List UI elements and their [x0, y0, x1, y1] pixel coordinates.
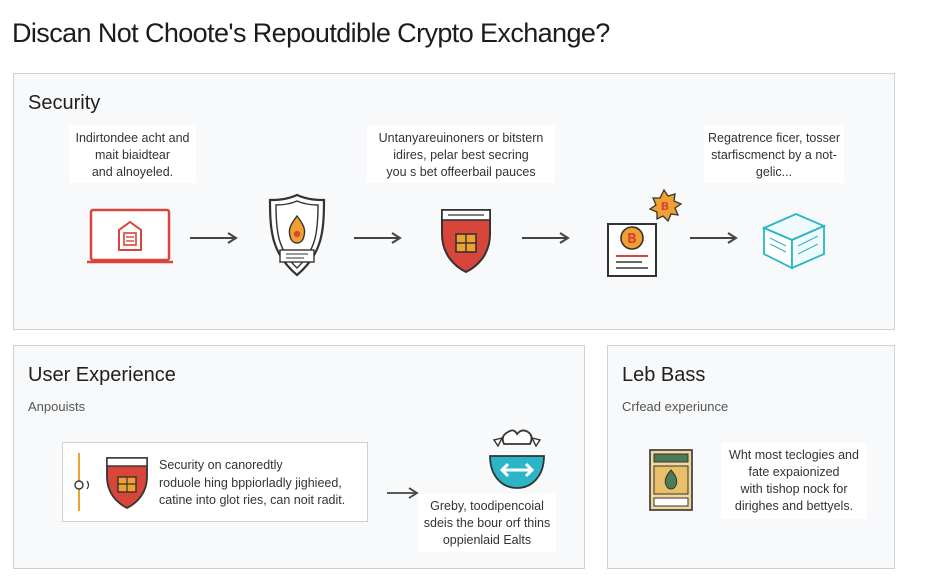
- shield-lock-icon: [441, 209, 491, 274]
- flow-arrow: [522, 232, 570, 244]
- svg-text:B: B: [627, 232, 637, 247]
- cube-icon: [761, 213, 827, 270]
- user-experience-panel: User Experience Anpouists Security on ca…: [13, 345, 585, 569]
- flow-arrow: [387, 487, 419, 499]
- exchange-text: Greby, toodipencoial sdeis the bour orf …: [418, 494, 556, 552]
- security-panel: Security Indirtondee acht and mait biaid…: [13, 73, 895, 330]
- flow-arrow: [354, 232, 402, 244]
- security-note-1: Indirtondee acht and mait biaidtear and …: [69, 126, 196, 183]
- security-note-2: Untanyareuinoners or bitstern idires, pe…: [367, 126, 555, 183]
- user-experience-title: User Experience: [28, 364, 176, 386]
- leb-bass-panel: Leb Bass Crfead experiunce Wht most tecl…: [607, 345, 895, 569]
- page-title: Discan Not Choote's Repoutdible Crypto E…: [12, 18, 610, 48]
- security-card-text: Security on canoredtly roduole hing bppi…: [159, 458, 346, 507]
- slider-icon: [74, 453, 90, 511]
- laptop-home-icon: [87, 208, 173, 264]
- package-icon: [649, 449, 693, 511]
- svg-text:B: B: [661, 200, 669, 213]
- flow-arrow: [690, 232, 738, 244]
- leb-bass-text: Wht most teclogies and fate expaionized …: [721, 443, 867, 519]
- exchange-icon: [489, 429, 545, 489]
- security-note-3: Regatrence ficer, tosser starfiscmenct b…: [704, 126, 844, 183]
- shield-lock-icon: [106, 457, 148, 510]
- security-title: Security: [28, 92, 101, 114]
- bitcoin-document-icon: B B: [607, 188, 683, 277]
- shield-flame-icon: [268, 193, 326, 277]
- leb-bass-title: Leb Bass: [622, 364, 706, 386]
- flow-arrow: [190, 232, 238, 244]
- security-card: Security on canoredtly roduole hing bppi…: [62, 442, 368, 522]
- user-experience-subtitle: Anpouists: [28, 399, 86, 414]
- leb-bass-subtitle: Crfead experiunce: [622, 399, 729, 414]
